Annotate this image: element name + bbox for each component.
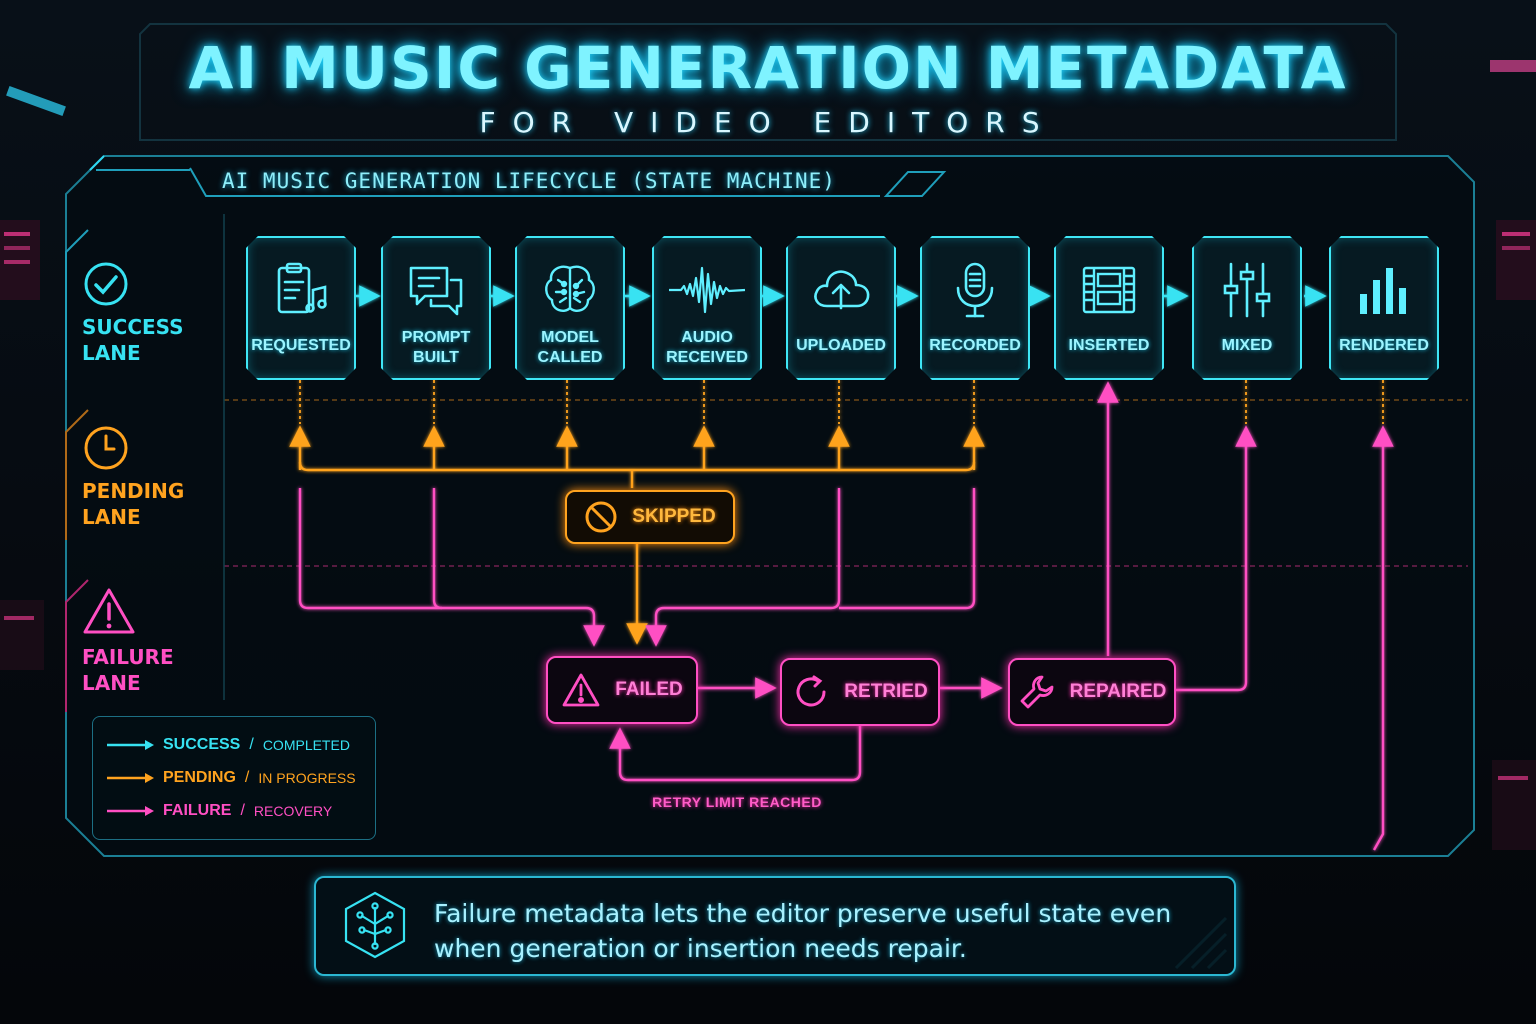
arrow-right-icon (107, 740, 154, 750)
state-label: RECORDED (929, 337, 1021, 354)
retry-icon (796, 675, 826, 707)
panel-title: AI MUSIC GENERATION LIFECYCLE (STATE MAC… (222, 169, 836, 193)
chat-bubbles-icon (405, 260, 467, 320)
legend-item-failure: FAILURE / RECOVERY (107, 799, 332, 823)
state-model-called: MODEL CALLED (515, 236, 625, 380)
lane-success-label: SUCCESS LANE (82, 315, 184, 365)
render-arrow (1372, 425, 1394, 851)
cloud-upload-icon (809, 260, 873, 320)
legend-key: PENDING (163, 769, 236, 786)
retry-loop-arrow (609, 722, 862, 782)
brain-icon (540, 260, 600, 320)
legend-desc: IN PROGRESS (258, 770, 356, 786)
warning-icon (562, 673, 600, 707)
failure-arrow (645, 488, 841, 647)
state-label: PROMPT BUILT (401, 329, 471, 366)
main-title: AI MUSIC GENERATION METADATA (188, 34, 1348, 102)
state-prompt-built: PROMPT BUILT (381, 236, 491, 380)
state-audio-received: AUDIO RECEIVED (652, 236, 762, 380)
clipboard-music-icon (271, 260, 331, 320)
waveform-icon (667, 260, 747, 320)
state-uploaded: UPLOADED (786, 236, 896, 380)
state-inserted: INSERTED (1054, 236, 1164, 380)
state-label: REQUESTED (251, 337, 351, 354)
bar-chart-icon (1354, 260, 1414, 320)
legend-desc: COMPLETED (262, 737, 350, 753)
state-repaired: REPAIRED (1008, 658, 1176, 726)
lane-pending-label: PENDING LANE (82, 479, 185, 529)
state-recorded: RECORDED (920, 236, 1030, 380)
arrow-right-icon (107, 773, 154, 783)
legend-item-success: SUCCESS / COMPLETED (107, 733, 350, 757)
state-label: UPLOADED (796, 337, 886, 354)
lane-success: SUCCESS LANE (82, 260, 202, 370)
state-rendered: RENDERED (1329, 236, 1439, 380)
legend-key: SUCCESS (163, 736, 241, 753)
circuit-hexagon-icon (344, 891, 406, 959)
legend-desc: RECOVERY (253, 803, 333, 819)
film-strip-icon (1078, 260, 1140, 320)
state-label: RETRIED (844, 681, 928, 702)
wrench-icon (1020, 675, 1054, 709)
state-label: INSERTED (1068, 337, 1150, 354)
state-label: SKIPPED (632, 506, 716, 527)
mixer-sliders-icon (1217, 260, 1277, 320)
lane-pending: PENDING LANE (82, 424, 202, 534)
state-mixed: MIXED (1192, 236, 1302, 380)
repair-arrow (1176, 425, 1257, 692)
state-label: FAILED (615, 679, 683, 700)
subtitle: FOR VIDEO EDITORS (479, 106, 1057, 139)
legend: SUCCESS / COMPLETED PENDING / IN PROGRES… (92, 716, 376, 840)
state-retried: RETRIED (780, 658, 940, 726)
note-box: Failure metadata lets the editor preserv… (314, 876, 1236, 976)
legend-item-pending: PENDING / IN PROGRESS (107, 766, 356, 790)
state-requested: REQUESTED (246, 236, 356, 380)
state-skipped: SKIPPED (565, 490, 735, 544)
state-label: REPAIRED (1069, 681, 1167, 702)
warning-icon (83, 588, 135, 634)
failure-arrow (298, 488, 605, 647)
lane-failure-label: FAILURE LANE (82, 645, 174, 695)
state-failed: FAILED (546, 656, 698, 724)
retry-limit-label: RETRY LIMIT REACHED (652, 794, 822, 810)
blocked-icon (585, 501, 617, 533)
arrow-right-icon (107, 806, 154, 816)
state-label: MIXED (1221, 337, 1273, 354)
microphone-icon (945, 260, 1005, 320)
note-text: Failure metadata lets the editor preserv… (434, 899, 1172, 963)
state-label: RENDERED (1339, 337, 1429, 354)
check-circle-icon (84, 262, 128, 306)
clock-icon (84, 426, 128, 470)
lane-failure: FAILURE LANE (82, 586, 202, 696)
state-label: AUDIO RECEIVED (666, 329, 748, 366)
state-label: MODEL CALLED (537, 329, 603, 366)
legend-key: FAILURE (163, 802, 232, 819)
